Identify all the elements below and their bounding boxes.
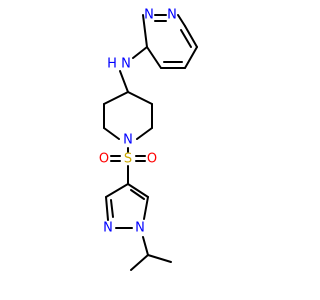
isopropyl-group	[130, 236, 172, 271]
bond-pip-c2-n1	[103, 127, 120, 140]
sulfonyl-group	[110, 155, 146, 185]
bond-pyd-c7-n1	[177, 14, 186, 27]
pyridazine-nitrogen-1: N	[167, 8, 177, 23]
amine-nitrogen: N	[121, 57, 131, 72]
bond-n1-ch	[142, 236, 149, 256]
bond-pyd-c6-c7-inner	[180, 29, 192, 48]
sulfonyl-oxygen-right: O	[147, 152, 157, 167]
bond-pyz-n2-c3-inner	[110, 199, 114, 218]
pyrazole-nitrogen-2: N	[103, 221, 113, 236]
piperidine-nitrogen: N	[123, 133, 133, 148]
molecule-structure: N N N H N S O O N N	[99, 8, 198, 271]
pyridazine-nitrogen-2: N	[144, 8, 154, 23]
bond-pyz-c4-c5	[127, 183, 149, 198]
bond-pip-c4-c3	[103, 91, 129, 105]
bond-pyz-c4-c5-inner	[130, 189, 145, 200]
bond-pyd-c3-amine	[132, 46, 148, 59]
sulfonyl-oxygen-left: O	[99, 152, 109, 167]
bond-pyd-c5-c6	[184, 46, 198, 69]
pyrazole-nitrogen-1: N	[135, 221, 145, 236]
bond-pyd-c6-c7	[184, 25, 198, 48]
amine-hydrogen: H	[107, 57, 117, 72]
bond-pyz-c5-n1	[143, 196, 149, 220]
bond-pip-n1-c6	[136, 127, 153, 140]
bond-pyz-c4-c3	[105, 183, 129, 198]
sulfonyl-sulfur: S	[124, 152, 132, 167]
bond-pyd-c3-c4	[146, 46, 162, 69]
piperidine-ring	[103, 91, 153, 140]
bond-pyz-n2-c3	[105, 196, 109, 221]
bond-ch-ch3-right	[147, 254, 172, 263]
pyridazine-ring	[142, 14, 198, 69]
bond-pip-c5-c4	[127, 91, 153, 105]
pyrazole-ring	[105, 183, 149, 229]
bond-ch-ch3-left	[130, 254, 149, 271]
bond-pyd-n2-c3	[142, 14, 148, 48]
bond-amine-piperidine	[119, 70, 129, 93]
